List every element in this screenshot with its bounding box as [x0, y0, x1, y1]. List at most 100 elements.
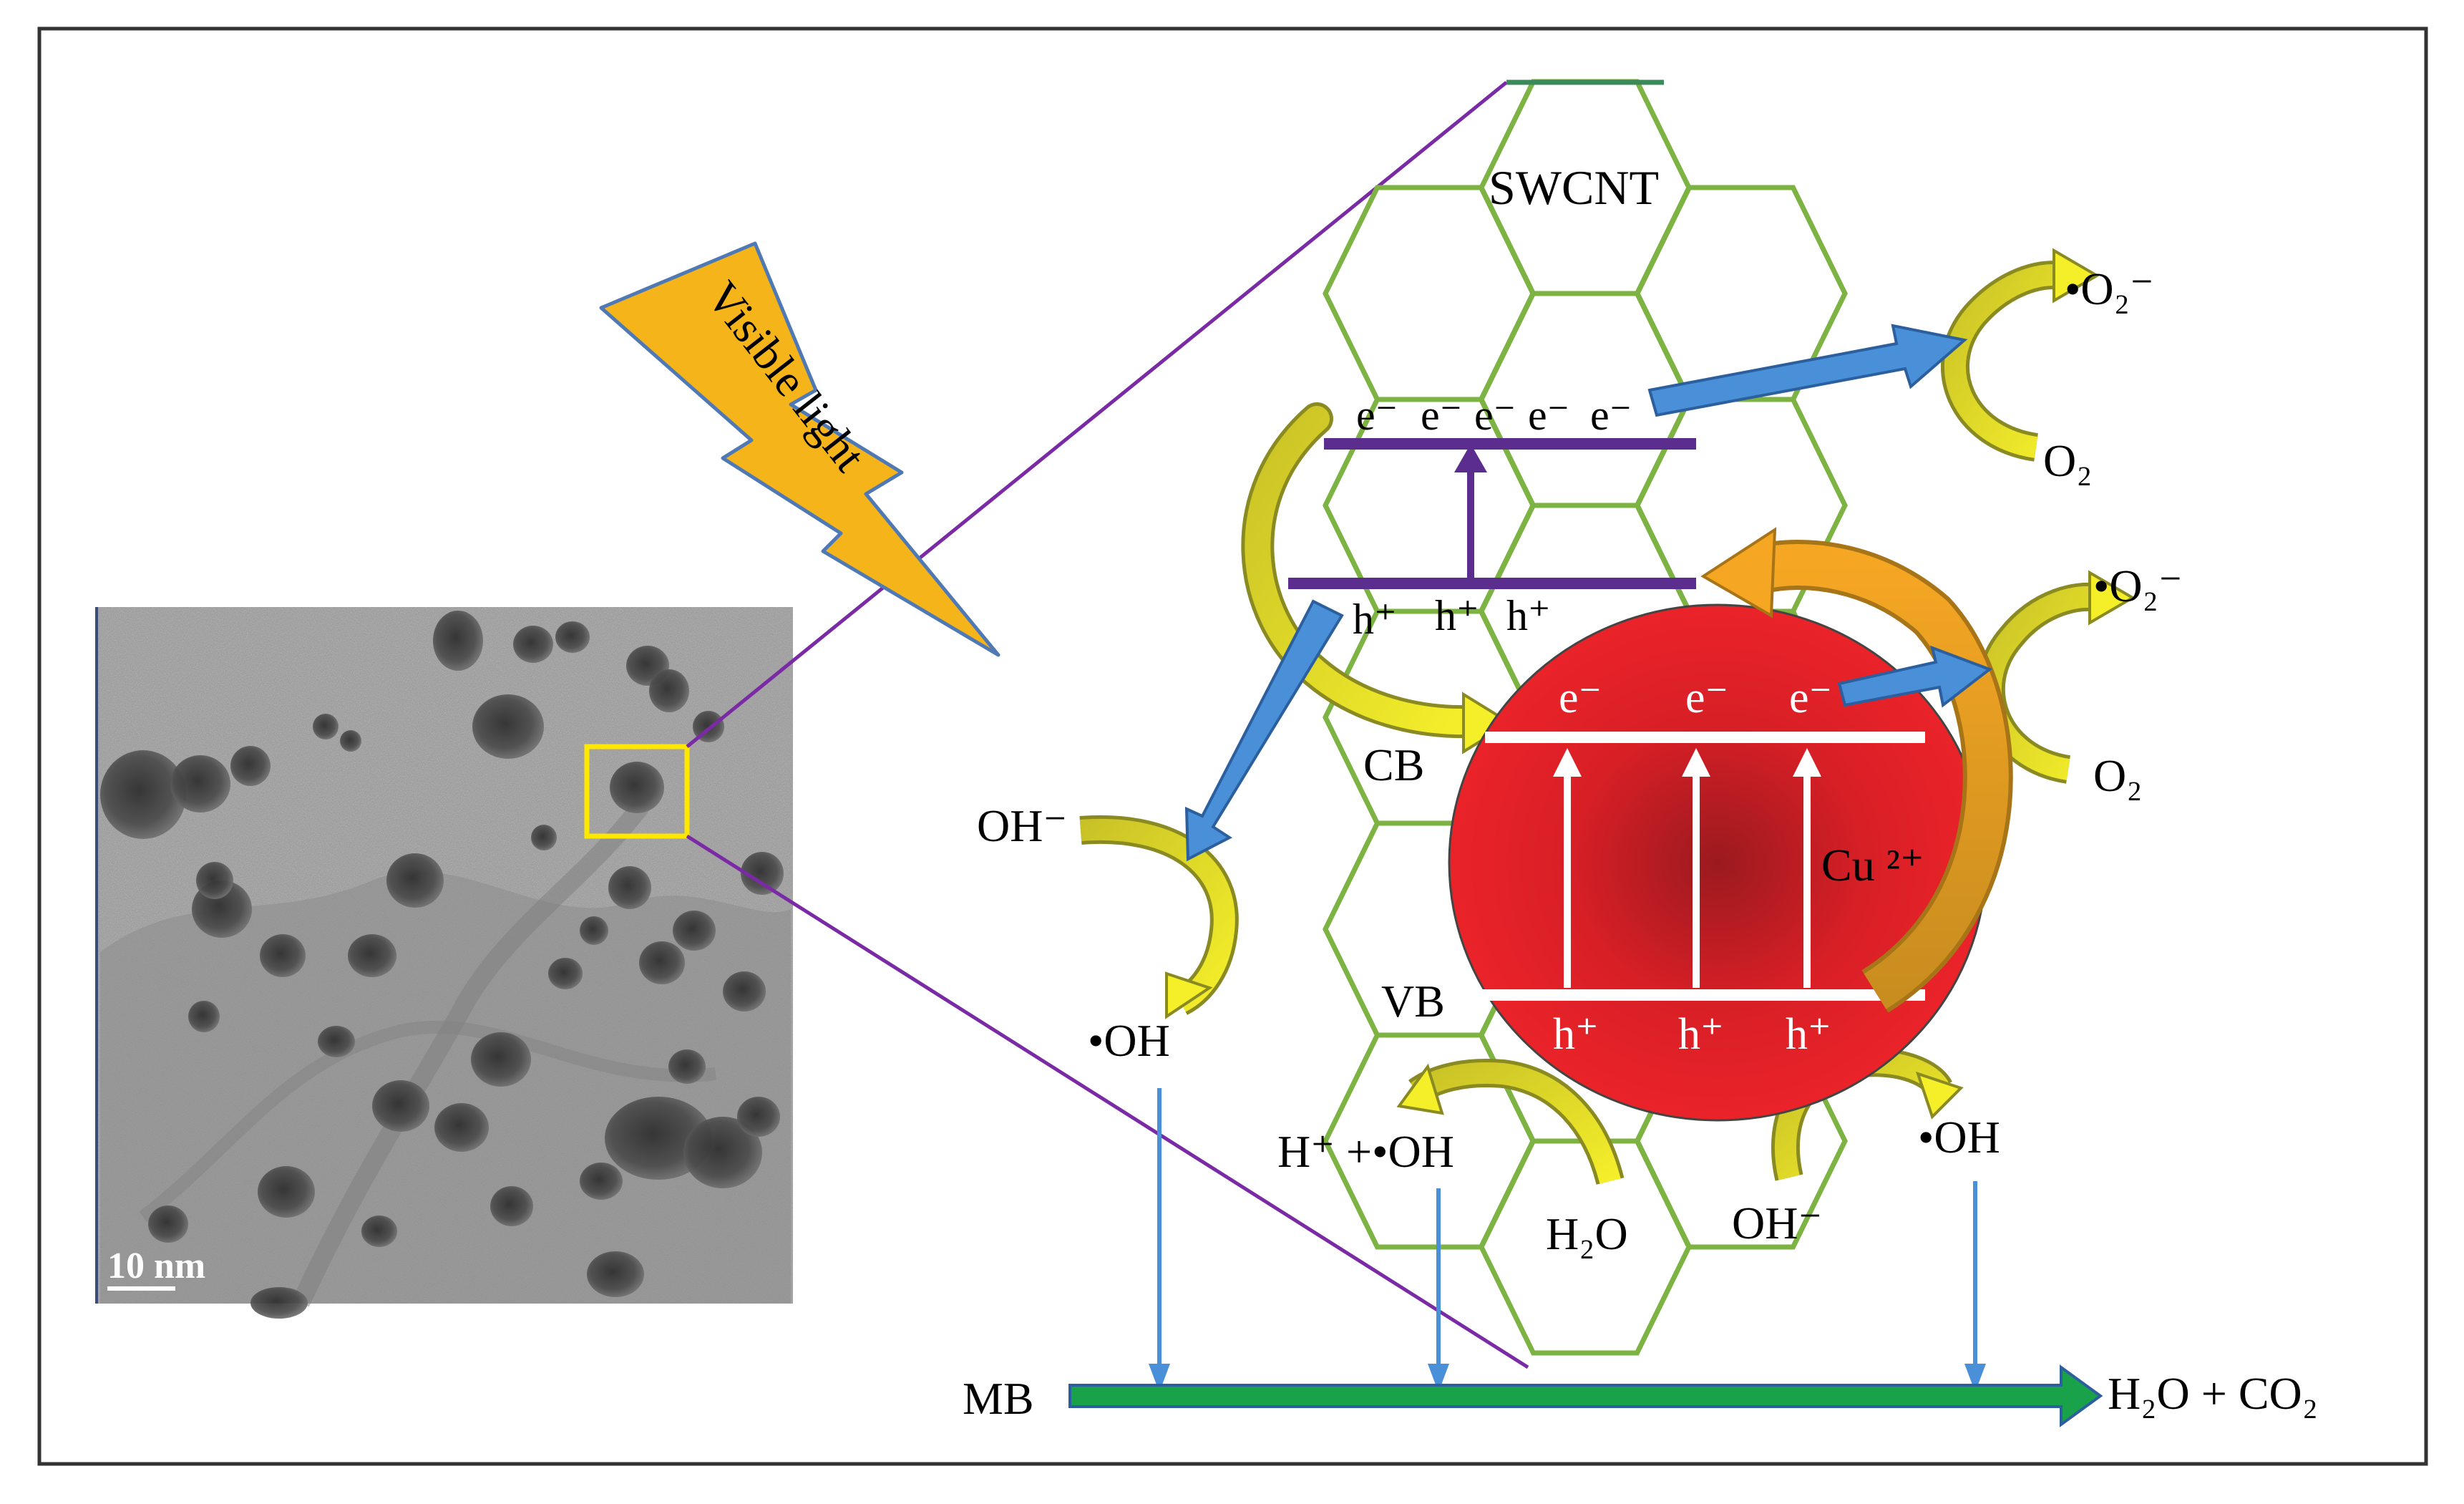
nanoparticle-blob	[188, 1001, 220, 1032]
vb-label: VB	[1381, 976, 1445, 1027]
proton-hydroxyl-label: H⁺ +•OH	[1277, 1126, 1454, 1177]
nanoparticle-blob	[587, 1251, 644, 1297]
nanoparticle-blob	[348, 934, 396, 977]
tem-tube-strand	[292, 796, 652, 1307]
arrow-head-icon	[1149, 1364, 1170, 1392]
water-label: H₂O	[1546, 1208, 1628, 1259]
arrow-head-icon	[1165, 971, 1213, 1019]
nanoparticle-blob	[723, 971, 766, 1011]
nanoparticle-blob	[683, 1117, 762, 1188]
nanoparticle-blob	[471, 1032, 531, 1087]
tem-nanoparticles	[100, 611, 784, 1319]
nanoparticle-blob	[100, 750, 186, 839]
swcnt-holes: h⁺ h⁺ h⁺	[1353, 592, 1551, 643]
nanoparticle-blob	[472, 694, 544, 759]
arrow-head-icon	[2088, 570, 2136, 626]
nanoparticle-blob	[434, 1103, 489, 1152]
tem-zoom-box	[584, 744, 690, 839]
nanoparticle-blob	[196, 862, 233, 899]
hole-label: h⁺	[1506, 592, 1551, 639]
hydroxyl-label: •OH	[1918, 1112, 2000, 1163]
arrow-head-icon	[1428, 1364, 1449, 1392]
electron-label: e⁻	[1356, 392, 1398, 439]
nanoparticle-blob	[313, 714, 339, 739]
electron-label: e⁻	[1421, 392, 1462, 439]
nanoparticle-blob	[250, 1287, 308, 1319]
products-label: H₂O + CO₂	[2108, 1368, 2318, 1419]
nanoparticle-blob	[580, 1163, 623, 1200]
tem-tube-strand	[139, 1020, 716, 1223]
zoom-line-bottom	[686, 834, 1529, 1369]
hole-label: h⁺	[1435, 592, 1479, 639]
nanoparticle-blob	[170, 755, 230, 812]
blue-arrow-icon	[1647, 324, 1968, 417]
arrow-head-icon	[1700, 527, 1777, 618]
arrow-head-icon	[1553, 748, 1582, 777]
nanoparticle-blob	[610, 762, 664, 813]
hydroxide-label: OH⁻	[1732, 1198, 1822, 1248]
nanoparticle-blob	[260, 934, 306, 977]
nanoparticle-blob	[649, 669, 689, 712]
hexagon-cell	[1323, 1032, 1536, 1250]
particle-electron: e⁻	[1559, 674, 1602, 722]
arrow-head-icon	[1793, 748, 1821, 777]
curved-arrow	[1980, 586, 2099, 780]
nanoparticle-blob	[148, 1205, 188, 1243]
hydroxide-label: OH⁻	[977, 800, 1067, 851]
nanoparticle-blob	[548, 958, 583, 989]
electron-label: e⁻	[1590, 392, 1632, 439]
nanoparticle-blob	[513, 626, 553, 663]
nanoparticle-blob	[372, 1080, 429, 1132]
arrow-head-icon	[2052, 248, 2100, 304]
particle-hole: h⁺	[1553, 1010, 1599, 1059]
nanoparticle-blob	[555, 621, 590, 653]
blue-arrow-icon	[1837, 645, 1993, 708]
nanoparticle-blob	[741, 852, 784, 895]
nanoparticle-blob	[668, 1049, 706, 1084]
nanoparticle-blob	[386, 853, 444, 908]
pollutant-label: MB	[963, 1373, 1034, 1424]
nanoparticle-blob	[433, 611, 483, 671]
electron-transfer-arrows	[1184, 324, 1993, 862]
tem-left-edge	[95, 607, 98, 1304]
electron-label: e⁻	[1474, 392, 1516, 439]
arrow-head-icon	[1915, 1071, 1964, 1120]
nanoparticle-blob	[639, 941, 685, 984]
cu-nanoparticle: e⁻ e⁻ e⁻ h⁺ h⁺ h⁺ Cu ²⁺	[1448, 603, 1987, 1122]
nanoparticle-blob	[673, 911, 716, 951]
arrow-head-icon	[1396, 1063, 1444, 1115]
particle-electron: e⁻	[1789, 674, 1832, 722]
particle-hole: h⁺	[1786, 1010, 1831, 1059]
particle-label: Cu ²⁺	[1821, 840, 1924, 891]
nanoparticle-blob	[340, 730, 361, 752]
hydroxyl-label: •OH	[1088, 1015, 1170, 1066]
radical-attack-arrows	[1149, 1088, 1986, 1392]
swcnt-bands: e⁻ e⁻ e⁻ e⁻ e⁻ h⁺ h⁺ h⁺	[1288, 392, 1696, 643]
nanoparticle-blob	[531, 825, 557, 850]
nanoparticle-blob	[361, 1216, 397, 1247]
arrow-head-icon	[1964, 1364, 1986, 1392]
electron-label: e⁻	[1528, 392, 1569, 439]
hole-label: h⁺	[1353, 596, 1397, 643]
nanoparticle-blob	[580, 916, 608, 945]
lightning-icon	[599, 241, 1000, 657]
curved-arrow	[1411, 1062, 1621, 1184]
arrow-head-icon	[1454, 444, 1487, 472]
zoom-line-top	[686, 81, 1508, 748]
curved-arrow	[1944, 264, 2063, 458]
blue-arrow-icon	[1184, 599, 1344, 862]
tem-scale-label: 10 nm	[107, 1246, 205, 1286]
swcnt-electrons: e⁻ e⁻ e⁻ e⁻ e⁻	[1356, 392, 1632, 439]
superoxide-label: •O₂⁻	[2065, 263, 2154, 314]
species-labels: •O₂⁻ O₂ •O₂⁻ O₂ OH⁻ •OH H⁺ +•OH H₂O OH⁻ …	[963, 263, 2318, 1424]
nanoparticle-blob	[230, 746, 271, 786]
nanoparticle-blob	[258, 1166, 315, 1218]
swcnt-label: SWCNT	[1489, 160, 1659, 215]
particle-hole: h⁺	[1678, 1010, 1724, 1059]
arrow-head-icon	[1682, 748, 1710, 777]
degradation-arrow	[1068, 1364, 2103, 1427]
cb-label: CB	[1363, 739, 1424, 790]
curved-arrow	[1079, 818, 1235, 1012]
